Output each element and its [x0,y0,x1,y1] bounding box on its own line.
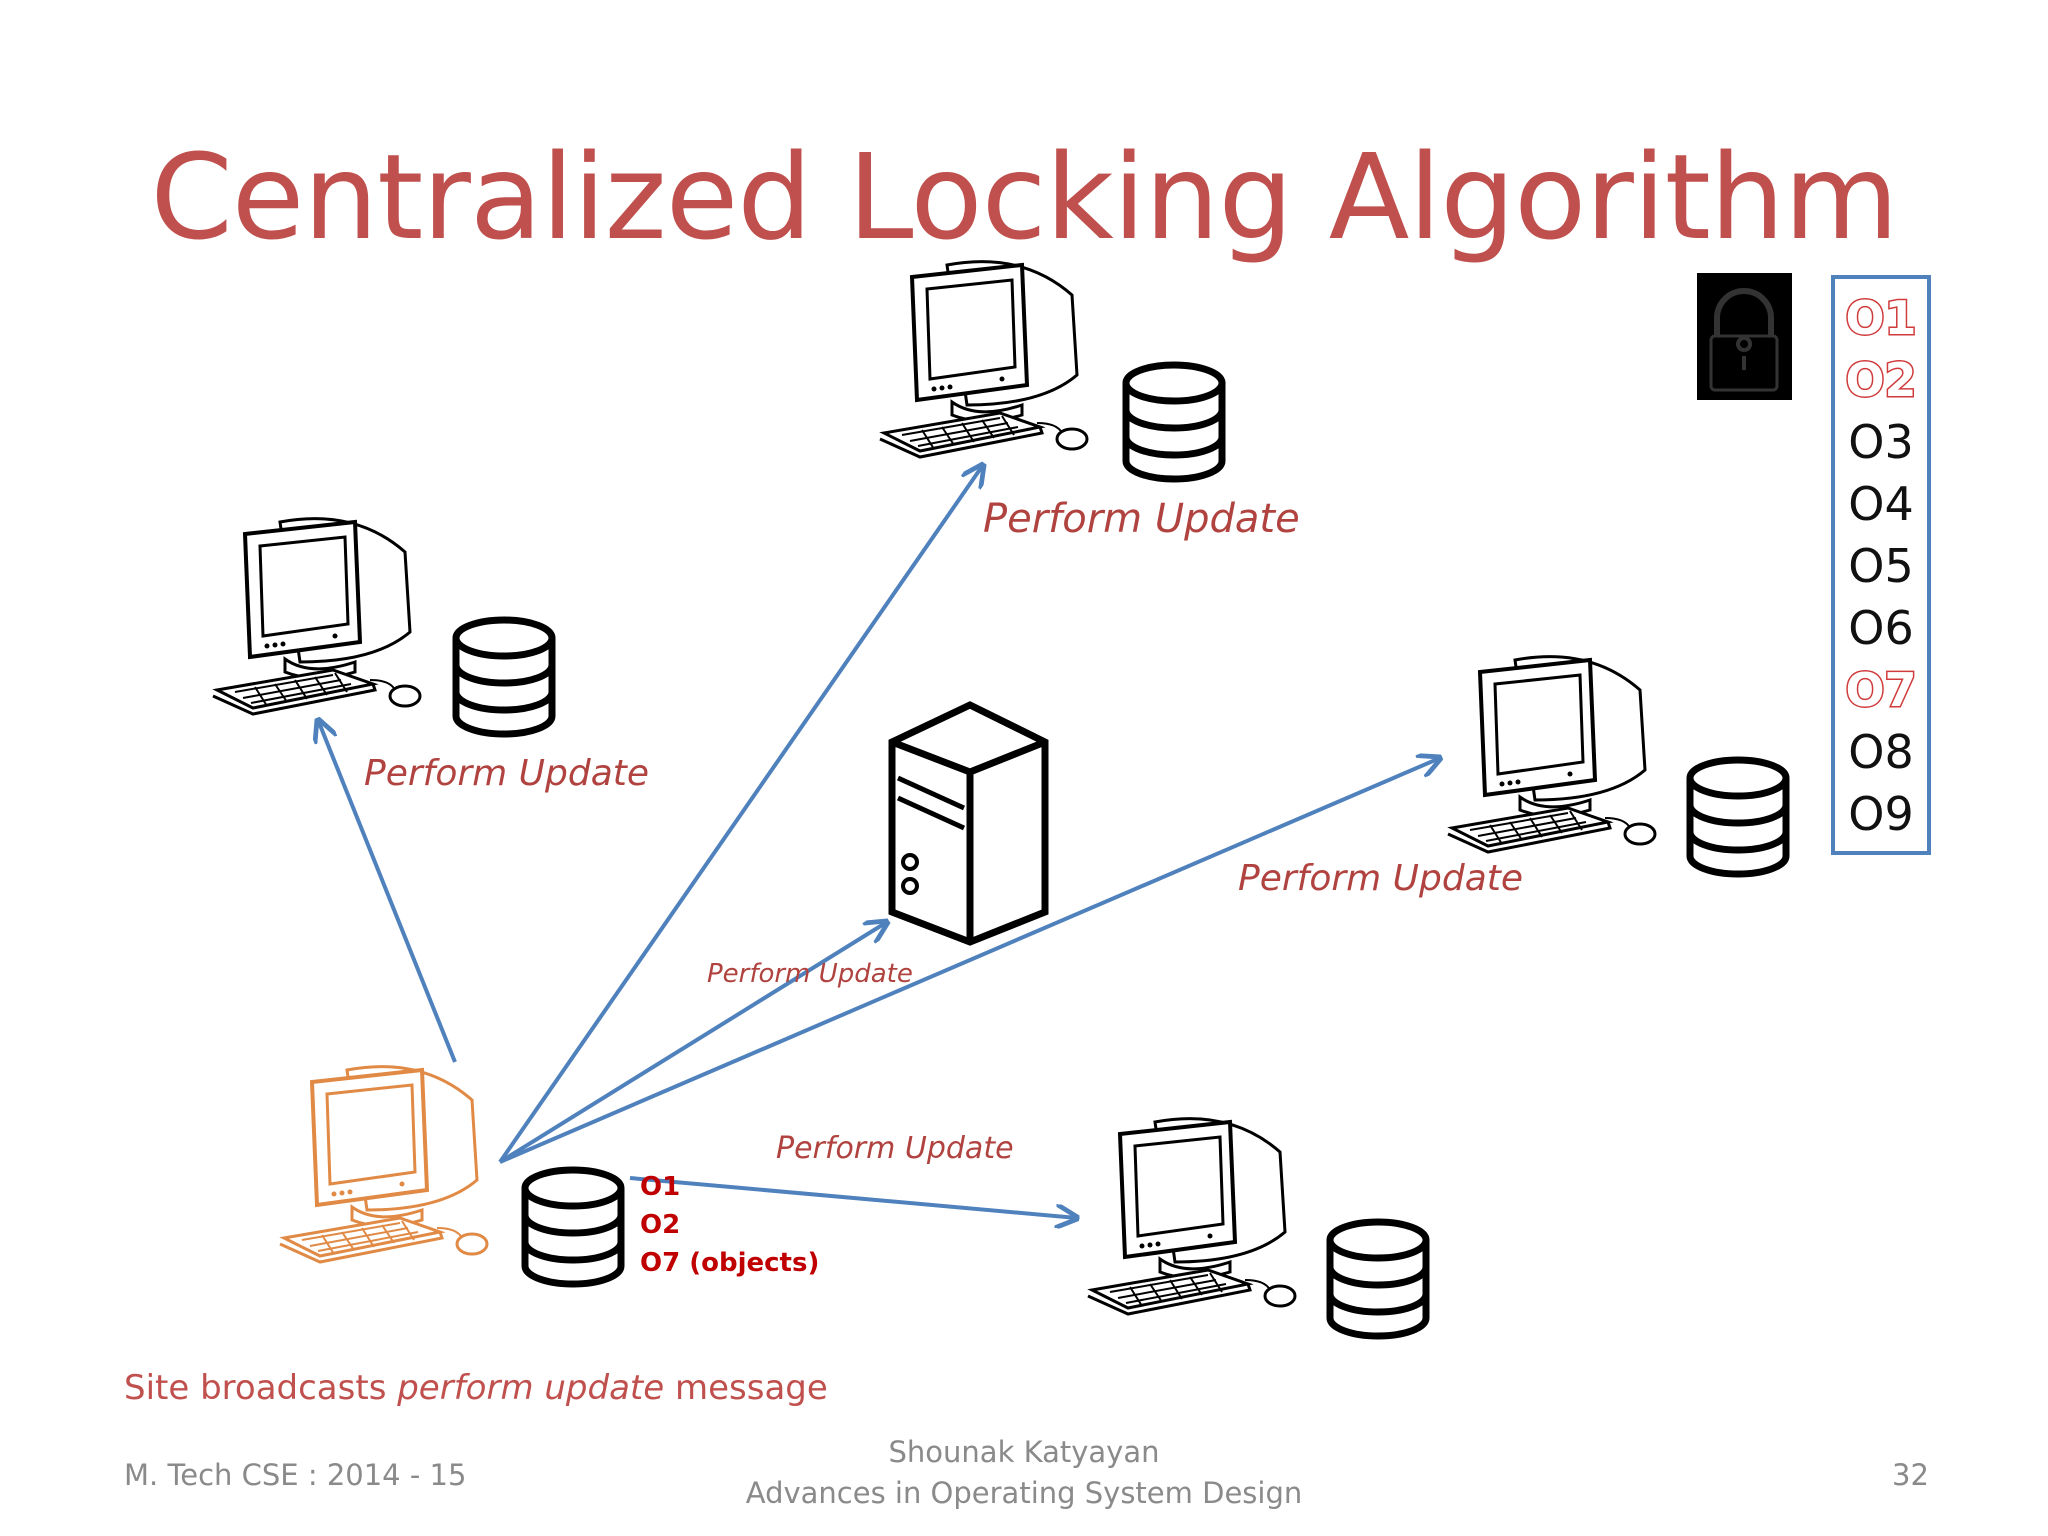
site-right-database-icon [1690,760,1786,874]
origin-site-computer-icon [278,1064,489,1264]
origin-object-o1: O1 [640,1172,681,1202]
footer-course-title: Advances in Operating System Design [745,1476,1303,1510]
caption-em: perform update [397,1368,665,1408]
object-item-6: O7 [1844,662,1918,719]
page-number: 32 [1892,1458,1929,1492]
site-top-database-icon [1126,365,1222,479]
object-item-1: O2 [1844,352,1918,409]
caption-pre: Site broadcasts [124,1368,398,1408]
label-top: Perform Update [983,496,1300,542]
site-bottom-database-icon [1330,1222,1426,1336]
object-item-4: O5 [1848,539,1914,593]
site-bottom-computer-icon [1086,1116,1297,1316]
site-right-computer-icon [1446,654,1657,854]
caption: Site broadcasts perform update message [124,1368,828,1408]
origin-object-o2: O2 [640,1210,681,1240]
label-left: Perform Update [364,753,649,794]
server-icon [888,701,1049,946]
object-item-0: O1 [1844,290,1918,347]
lock-icon [1697,273,1792,400]
broadcast-arrows [318,465,1440,1218]
site-left-database-icon [456,620,552,734]
origin-site-database-icon [525,1170,621,1284]
arrow-to-left-site [318,720,457,1063]
footer-course: M. Tech CSE : 2014 - 15 [124,1458,467,1492]
arrow-to-server [498,922,887,1164]
arrow-to-bottom-site [629,1176,1077,1218]
object-item-3: O4 [1848,477,1914,531]
footer-author: Shounak Katyayan [888,1435,1160,1469]
label-center: Perform Update [707,959,913,989]
object-item-2: O3 [1848,415,1914,469]
object-item-5: O6 [1848,601,1914,655]
object-item-7: O8 [1848,725,1914,779]
label-right: Perform Update [1238,858,1523,899]
arrow-to-right-site [499,758,1440,1164]
site-top-computer-icon [878,259,1089,459]
origin-object-o7: O7 (objects) [640,1248,820,1278]
object-item-8: O9 [1848,787,1914,841]
arrow-to-top-site [498,465,983,1164]
site-left-computer-icon [211,516,422,716]
slide-title: Centralized Locking Algorithm [150,128,1898,266]
label-bottom: Perform Update [776,1131,1014,1166]
caption-post: message [664,1368,828,1408]
